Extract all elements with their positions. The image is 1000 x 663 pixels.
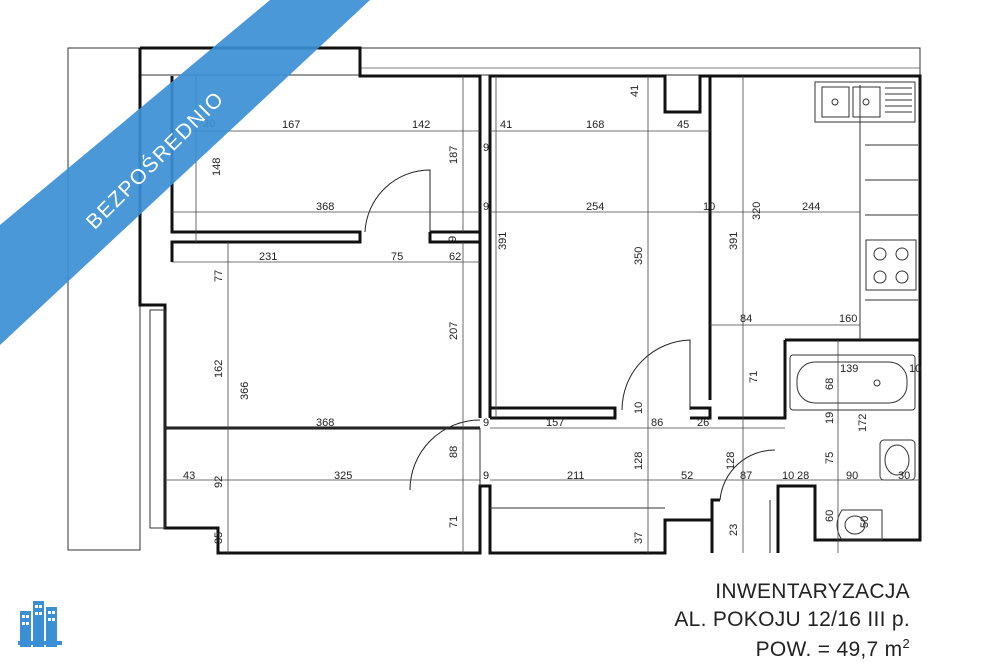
dim-label: 71	[448, 516, 460, 528]
dim-label: 162	[213, 360, 225, 378]
dim-label: 19	[824, 412, 836, 424]
outer-wall-left-strip	[67, 47, 141, 551]
dim-label: 68	[824, 378, 836, 390]
dim-label: 92	[213, 476, 225, 488]
dim-label: 10	[909, 363, 921, 375]
dim-label: 9	[483, 470, 489, 482]
dim-label: 211	[567, 470, 585, 482]
dim-label: 52	[681, 470, 693, 482]
dim-label: 45	[677, 119, 689, 131]
dim-label: 77	[213, 270, 225, 282]
area-text: POW. = 49,7 m	[755, 638, 903, 661]
dim-label: 207	[448, 322, 460, 340]
dim-label: 187	[448, 146, 460, 164]
dim-label: 391	[497, 232, 509, 250]
dim-label: 160	[839, 313, 857, 325]
dim-label: 10	[633, 402, 645, 414]
dim-label: 43	[183, 470, 195, 482]
dim-label: 231	[259, 251, 277, 263]
dim-label: 41	[500, 119, 512, 131]
dim-label: 168	[586, 119, 604, 131]
plan-address: AL. POKOJU 12/16 III p.	[674, 608, 910, 631]
dim-label: 10	[703, 201, 715, 213]
dim-label: 50	[859, 516, 871, 528]
dim-label: 71	[748, 371, 760, 383]
dim-label: 35	[213, 532, 225, 544]
dim-label: 9	[447, 236, 459, 242]
dimension-labels: 20 167 142 41 168 45 41 148 187 9 9 368 …	[183, 85, 921, 544]
outer-wall-top-strip	[139, 47, 921, 76]
stove-icon	[865, 239, 917, 291]
dim-label: 28	[797, 470, 809, 482]
dim-label: 368	[316, 417, 334, 429]
dim-label: 350	[633, 247, 645, 265]
dim-label: 167	[282, 119, 300, 131]
dim-label: 320	[751, 202, 763, 220]
dim-label: 244	[802, 201, 820, 213]
dim-label: 75	[824, 452, 836, 464]
dim-label: 157	[546, 417, 564, 429]
plan-area: POW. = 49,7 m2	[756, 636, 910, 662]
dim-label: 62	[449, 251, 461, 263]
dim-label: 254	[586, 201, 604, 213]
dim-label: 20	[203, 118, 215, 130]
dim-label: 148	[211, 158, 223, 176]
dim-label: 87	[740, 470, 752, 482]
dim-label: 172	[857, 414, 869, 432]
dim-label: 60	[824, 510, 836, 522]
dim-label: 368	[316, 201, 334, 213]
dim-label: 86	[651, 417, 663, 429]
dim-label: 142	[412, 119, 430, 131]
bathtub-icon	[789, 354, 916, 411]
dim-label: 10	[782, 470, 794, 482]
dim-label: 366	[239, 382, 251, 400]
sink-icon	[814, 81, 916, 123]
dim-label: 9	[483, 201, 489, 213]
dim-label: 23	[728, 524, 740, 536]
plan-title: INWENTARYZACJA	[715, 580, 910, 603]
dim-label: 139	[840, 363, 858, 375]
bathroom-fixtures	[789, 354, 916, 541]
dim-label: 84	[740, 313, 752, 325]
kitchen-fixtures	[814, 81, 918, 301]
dim-label: 325	[334, 470, 352, 482]
dim-label: 9	[483, 417, 489, 429]
dim-label: 9	[483, 142, 489, 154]
dim-label: 26	[697, 417, 709, 429]
thin-lines	[149, 85, 861, 553]
dim-label: 75	[391, 251, 403, 263]
dim-label: 128	[633, 452, 645, 470]
dim-label: 128	[725, 452, 737, 470]
building-logo-icon	[18, 601, 62, 647]
dim-label: 90	[846, 470, 858, 482]
dim-label: 41	[629, 85, 641, 97]
area-unit-superscript: 2	[902, 636, 910, 651]
dim-label: 88	[448, 446, 460, 458]
doors	[364, 169, 776, 501]
dim-label: 30	[898, 470, 910, 482]
dim-label: 37	[633, 532, 645, 544]
dim-label: 391	[728, 232, 740, 250]
